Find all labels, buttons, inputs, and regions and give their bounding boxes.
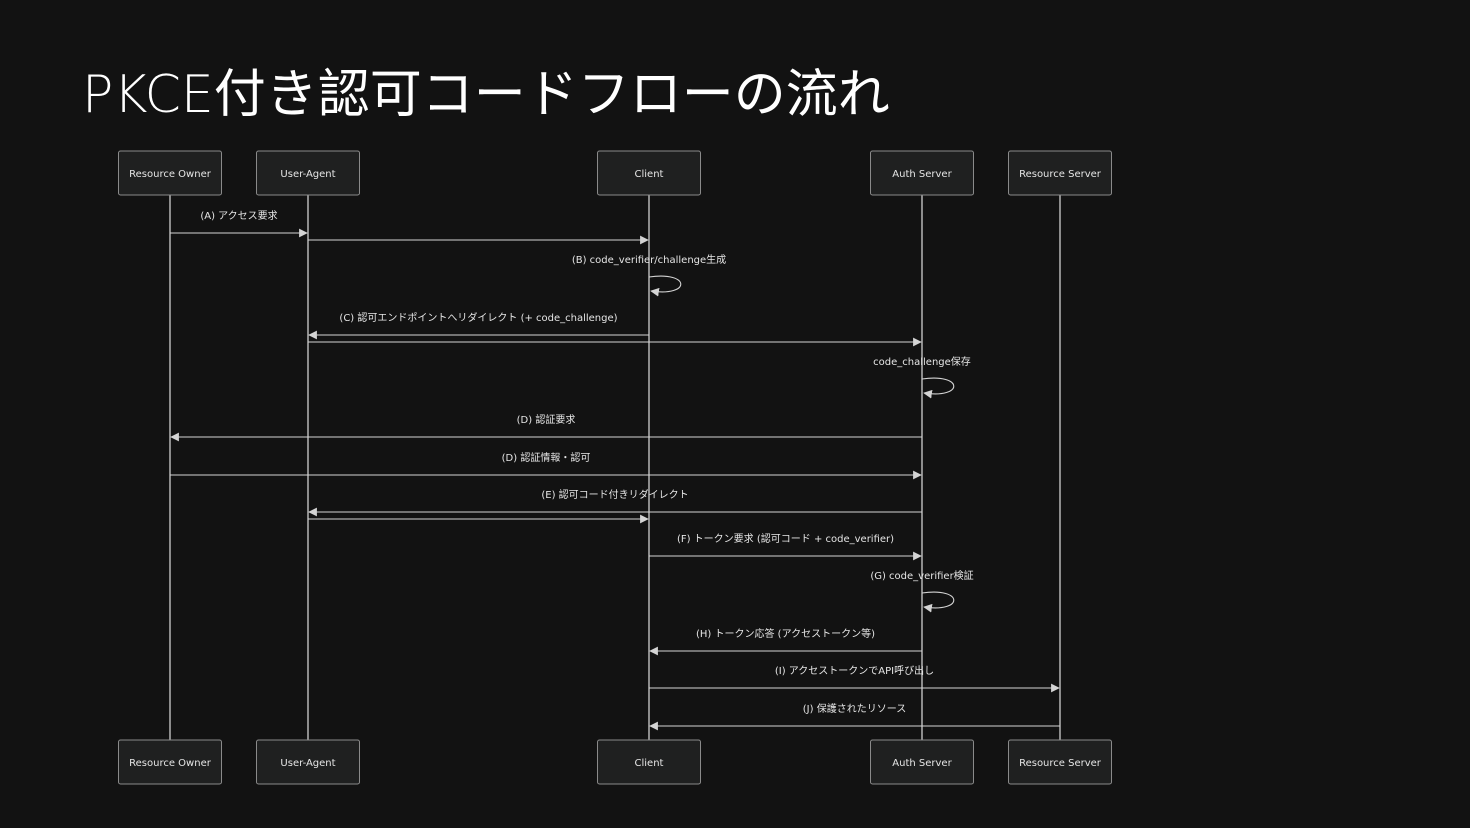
actor-box <box>256 739 360 785</box>
actor-as-top: Auth Server <box>870 150 974 196</box>
message-label: (I) アクセストークンでAPI呼び出し <box>775 664 934 677</box>
message-label: (C) 認可エンドポイントへリダイレクト (+ code_challenge) <box>339 311 617 324</box>
message-label: (A) アクセス要求 <box>200 210 277 222</box>
slide-title: PKCE付き認可コードフローの流れ <box>82 65 890 125</box>
message-3: (C) 認可エンドポイントへリダイレクト (+ code_challenge) <box>308 311 649 340</box>
message-label: (D) 認証要求 <box>517 413 576 426</box>
message-14: (J) 保護されたリソース <box>649 702 1060 731</box>
actor-as-bottom: Auth Server <box>870 739 974 785</box>
actor-label: User-Agent <box>280 758 335 769</box>
message-label: code_challenge保存 <box>873 355 971 368</box>
actor-box <box>256 150 360 196</box>
message-7: (D) 認証情報・認可 <box>170 451 922 480</box>
actor-ro-top: Resource Owner <box>118 150 222 196</box>
message-label: (H) トークン応答 (アクセストークン等) <box>696 627 875 640</box>
message-label: (E) 認可コード付きリダイレクト <box>541 488 688 501</box>
actor-box <box>870 150 974 196</box>
self-message-arrow <box>921 377 955 399</box>
actor-rs-top: Resource Server <box>1008 150 1112 196</box>
actor-box <box>118 739 222 785</box>
actor-label: Auth Server <box>892 758 952 769</box>
message-0: (A) アクセス要求 <box>170 210 308 238</box>
message-5: code_challenge保存 <box>873 355 971 399</box>
actor-box <box>597 739 701 785</box>
message-13: (I) アクセストークンでAPI呼び出し <box>649 664 1060 693</box>
actor-label: Resource Owner <box>129 169 212 180</box>
actor-box <box>1008 150 1112 196</box>
message-label: (B) code_verifier/challenge生成 <box>572 253 726 266</box>
message-6: (D) 認証要求 <box>170 413 922 442</box>
message-2: (B) code_verifier/challenge生成 <box>572 253 726 297</box>
actor-client-bottom: Client <box>597 739 701 785</box>
message-10: (F) トークン要求 (認可コード + code_verifier) <box>649 532 922 561</box>
message-8: (E) 認可コード付きリダイレクト <box>308 488 922 517</box>
self-message-arrow <box>921 591 955 613</box>
message-label: (D) 認証情報・認可 <box>502 451 591 464</box>
message-12: (H) トークン応答 (アクセストークン等) <box>649 627 922 656</box>
actor-ua-top: User-Agent <box>256 150 360 196</box>
actor-box <box>870 739 974 785</box>
actor-label: Auth Server <box>892 169 952 180</box>
message-label: (G) code_verifier検証 <box>870 569 973 582</box>
actor-ro-bottom: Resource Owner <box>118 739 222 785</box>
actor-box <box>597 150 701 196</box>
self-message-arrow <box>648 275 682 297</box>
actor-label: Client <box>635 169 664 180</box>
actor-label: User-Agent <box>280 169 335 180</box>
actor-label: Resource Owner <box>129 758 212 769</box>
actor-label: Client <box>635 758 664 769</box>
actor-label: Resource Server <box>1019 758 1102 769</box>
actor-rs-bottom: Resource Server <box>1008 739 1112 785</box>
actor-label: Resource Server <box>1019 169 1102 180</box>
message-11: (G) code_verifier検証 <box>870 569 974 613</box>
actor-box <box>1008 739 1112 785</box>
message-label: (J) 保護されたリソース <box>803 702 906 715</box>
actor-ua-bottom: User-Agent <box>256 739 360 785</box>
actor-client-top: Client <box>597 150 701 196</box>
message-label: (F) トークン要求 (認可コード + code_verifier) <box>677 532 894 545</box>
actor-box <box>118 150 222 196</box>
